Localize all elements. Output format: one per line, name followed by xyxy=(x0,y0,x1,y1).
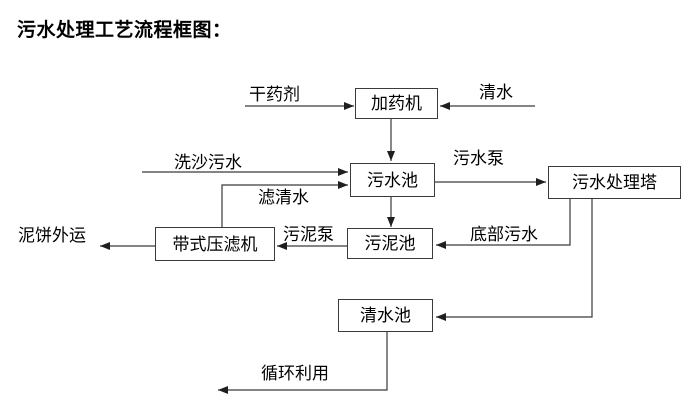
edge-tower-to-clear-water-pool xyxy=(436,198,593,321)
node-dosing-machine: 加药机 xyxy=(355,88,438,119)
edge-label-mud-cake-outbound: 泥饼外运 xyxy=(18,226,86,245)
edge-bottom-sewage-to-sludge-pool xyxy=(436,198,571,249)
edge-label-bottom-sewage: 底部污水 xyxy=(470,225,538,244)
edge-label-filtered-water: 滤清水 xyxy=(258,188,309,207)
node-sewage-pool: 污水池 xyxy=(350,163,435,197)
edge-label-clear-water: 清水 xyxy=(479,83,513,102)
node-sewage-treatment-tower: 污水处理塔 xyxy=(548,166,681,199)
edge-label-sewage-pump: 污水泵 xyxy=(453,149,504,168)
edge-recycling-out xyxy=(218,332,388,394)
node-belt-filter-press: 带式压滤机 xyxy=(155,227,275,261)
diagram-title: 污水处理工艺流程框图： xyxy=(17,20,232,41)
edge-label-sand-washing-sewage: 洗沙污水 xyxy=(174,153,242,172)
edge-label-recycling: 循环利用 xyxy=(261,364,329,383)
edge-label-sludge-pump: 污泥泵 xyxy=(283,225,334,244)
node-sludge-pool: 污泥池 xyxy=(347,228,433,259)
edge-filtered-water-to-sewage-pool xyxy=(221,181,348,227)
node-clear-water-pool: 清水池 xyxy=(338,299,433,332)
edge-label-dry-chemical: 干药剂 xyxy=(249,85,300,104)
